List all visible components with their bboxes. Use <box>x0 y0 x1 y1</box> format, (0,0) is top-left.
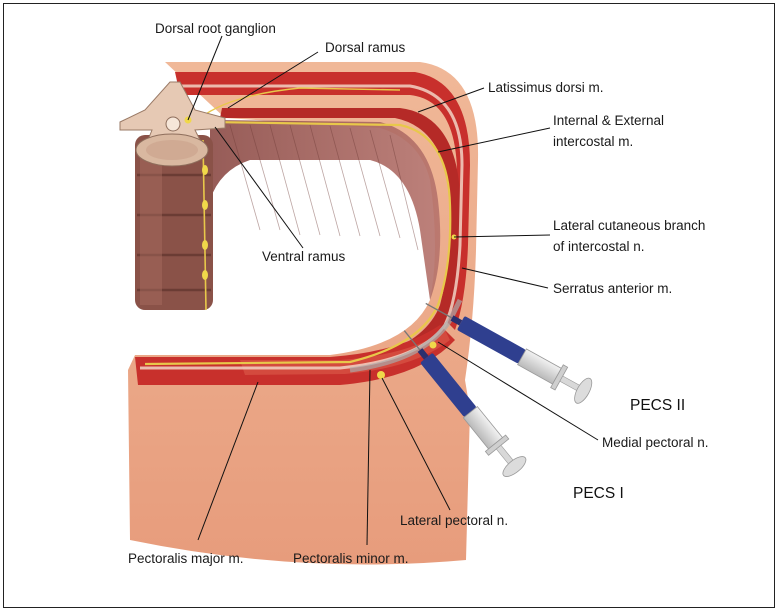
rib-striations <box>229 124 419 251</box>
label-lateral-cutaneous-line1: Lateral cutaneous branch <box>553 218 705 233</box>
label-lateral-pectoral: Lateral pectoral n. <box>400 513 508 528</box>
label-intercostal-line1: Internal & External <box>553 113 664 128</box>
pecs-ii-syringe <box>425 302 593 404</box>
label-dorsal-root-ganglion: Dorsal root ganglion <box>155 21 276 36</box>
latissimus-band <box>175 72 470 330</box>
grey-fascia <box>349 298 463 373</box>
lateral-pectoral-nerve-dot <box>377 371 385 379</box>
chest-wall-skin <box>128 62 479 565</box>
serratus-band <box>220 108 461 372</box>
pecs-i-syringe <box>403 330 527 477</box>
vertebral-column <box>135 135 213 311</box>
label-medial-pectoral: Medial pectoral n. <box>602 435 709 450</box>
vertebra-cross-section <box>119 81 226 167</box>
pectoralis-minor-band <box>240 330 450 375</box>
intercostal-wall <box>210 120 441 300</box>
label-ventral-ramus: Ventral ramus <box>262 249 346 264</box>
label-pecs-ii: PECS II <box>630 397 685 414</box>
label-pectoralis-minor: Pectoralis minor m. <box>293 551 409 566</box>
label-latissimus-dorsi: Latissimus dorsi m. <box>488 80 604 95</box>
label-lateral-cutaneous-line2: of intercostal n. <box>553 239 645 254</box>
intercostal-nerve <box>144 120 452 366</box>
label-intercostal-line2: intercostal m. <box>553 134 633 149</box>
medial-pectoral-nerve-dot <box>429 341 437 349</box>
figure-frame <box>3 3 775 608</box>
label-serratus-anterior: Serratus anterior m. <box>553 281 672 296</box>
leader-lines <box>187 35 599 546</box>
label-pectoralis-major: Pectoralis major m. <box>128 551 244 566</box>
label-dorsal-ramus: Dorsal ramus <box>325 40 406 55</box>
label-pecs-i: PECS I <box>573 485 624 502</box>
